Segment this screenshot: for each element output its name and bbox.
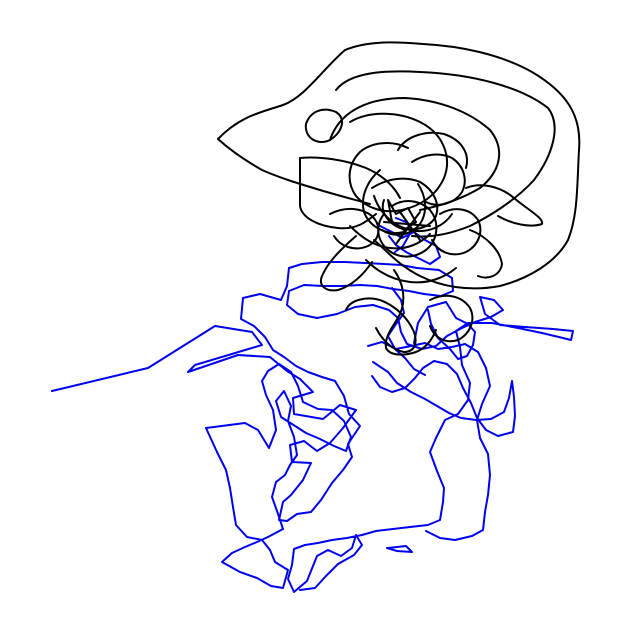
black-trace-path [384,269,474,356]
blue-trace-path [51,261,574,593]
black-trace-path [362,169,431,245]
blue-trace-path [205,363,352,589]
black-trace-path [320,235,417,353]
black-trace-path [349,131,468,284]
black-trace-path [329,153,482,256]
black-trace-path [299,156,401,230]
black-trace-path [217,138,371,205]
black-trace-path [217,41,581,290]
black-trace-path [371,177,439,258]
black-trace-path [465,184,544,279]
black-trace-group [217,41,581,356]
black-trace-path [304,108,344,143]
black-trace-path [329,97,500,211]
blue-trace-path [367,287,516,553]
black-trace-path [335,70,556,238]
